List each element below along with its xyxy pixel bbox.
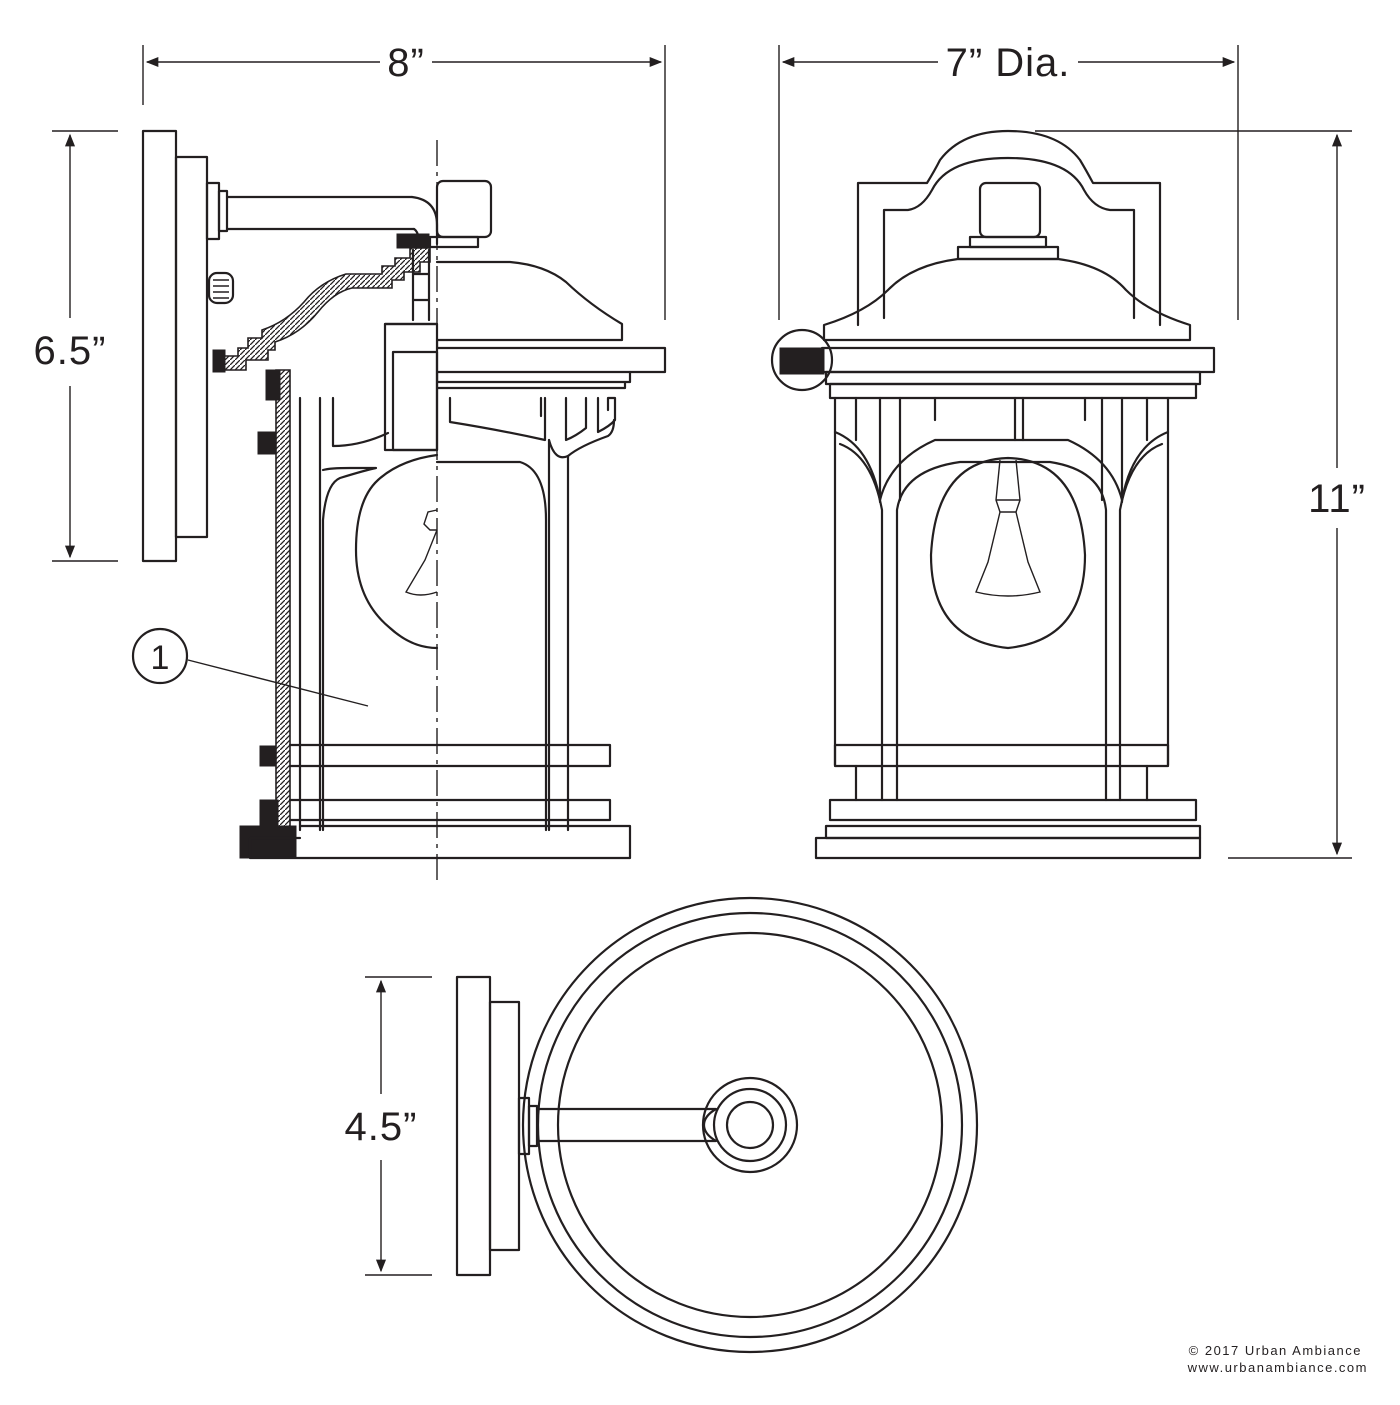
mounting-knob xyxy=(207,271,235,305)
front-bulb xyxy=(929,456,1087,650)
website-text: www.urbanambiance.com xyxy=(1187,1360,1368,1375)
dimension-label-width: 8” xyxy=(387,41,425,85)
front-inner-arch xyxy=(895,460,1108,802)
front-rim xyxy=(820,346,1216,374)
copyright-text: © 2017 Urban Ambiance xyxy=(1189,1343,1362,1358)
dimension-height-6-5in: 6.5” xyxy=(34,130,118,562)
dimension-label-diameter: 7” Dia. xyxy=(946,41,1071,85)
frame-inner-right xyxy=(435,460,548,832)
roof-right-half xyxy=(435,260,624,342)
dimension-diameter-7in: 7” Dia. xyxy=(778,41,1239,320)
callout-bubble xyxy=(131,627,189,685)
finial-ring-outer xyxy=(701,1076,799,1174)
bulb-left-half xyxy=(354,453,439,650)
lantern-base xyxy=(248,824,632,860)
detail-circle xyxy=(770,328,834,392)
back-shield xyxy=(856,129,1162,327)
wall-plate xyxy=(141,129,178,563)
wall-plate-inner xyxy=(174,155,209,539)
dimension-label-height-right: 11” xyxy=(1308,477,1366,521)
front-finial xyxy=(978,181,1042,239)
dimension-backplate-4-5in: 4.5” xyxy=(345,976,432,1276)
roof-ring xyxy=(556,931,944,1319)
front-base xyxy=(814,836,1202,860)
mounting-arm xyxy=(225,195,416,231)
dimension-height-11in: 11” xyxy=(1035,130,1366,859)
top-view-arm xyxy=(535,1107,718,1143)
callout-number: 1 xyxy=(151,639,170,677)
front-lower-band xyxy=(833,743,1170,768)
top-view xyxy=(455,896,979,1354)
callout-leader xyxy=(187,659,369,707)
dimension-width-8in: 8” xyxy=(142,41,666,320)
front-roof xyxy=(822,257,1192,342)
dimension-label-backplate: 4.5” xyxy=(345,1105,418,1149)
front-frame-arches xyxy=(833,430,1170,502)
finial-top xyxy=(725,1100,775,1150)
roof-rim xyxy=(435,338,667,374)
frame-arch-right xyxy=(448,396,547,442)
front-view xyxy=(770,129,1216,860)
side-view-section: 1 xyxy=(131,129,667,885)
front-frame-posts xyxy=(833,396,1170,767)
top-finial xyxy=(435,179,493,239)
outer-rim xyxy=(521,896,979,1354)
footer-copyright: © 2017 Urban Ambiance www.urbanambiance.… xyxy=(1187,1343,1368,1375)
top-view-wall-plate xyxy=(455,975,492,1277)
dimension-label-height-left: 6.5” xyxy=(34,329,107,373)
frame-wall-section xyxy=(275,369,291,831)
